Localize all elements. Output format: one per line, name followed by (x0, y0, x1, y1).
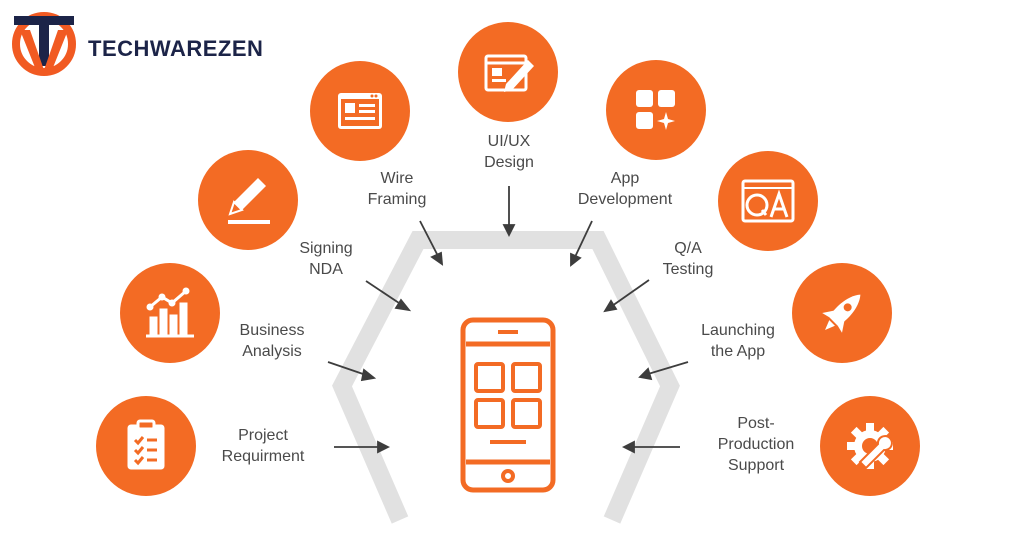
step-label-wire-framing: Wire Framing (367, 170, 427, 208)
brand-name-part2: WAREZEN (149, 36, 264, 61)
step-circle-ui-ux-design (458, 22, 558, 122)
gear-wrench-icon (847, 423, 893, 470)
arrow-app-development (570, 220, 593, 267)
qa-board-icon (741, 179, 795, 223)
step-label-launching-the-app: Launching the App (701, 322, 775, 360)
brand-name-part1: TECH (88, 36, 150, 61)
smartphone-app-icon (460, 317, 556, 493)
hexagon-outline (332, 231, 680, 524)
arrow-business-analysis (327, 361, 377, 382)
step-circle-app-development (606, 60, 706, 160)
wireframe-window-icon (338, 93, 382, 129)
arrow-launching-the-app (638, 361, 689, 381)
step-label-project-requirement: Project Requirment (221, 427, 305, 465)
clipboard-checklist-icon (127, 419, 165, 470)
arrow-ui-ux-design (502, 186, 516, 238)
step-label-app-development: App Development (577, 170, 673, 208)
arrow-qa-testing (603, 279, 650, 313)
step-label-post-production-support: Post- Production Support (717, 415, 795, 474)
techwarezen-logo: TECHWAREZEN (10, 8, 270, 80)
step-label-signing-nda: Signing NDA (299, 240, 353, 278)
step-label-qa-testing: Q/A Testing (662, 240, 714, 278)
step-label-business-analysis: Business Analysis (239, 322, 305, 360)
design-pen-board-icon (484, 54, 534, 92)
step-label-ui-ux-design: UI/UX Design (484, 133, 534, 171)
techwarezen-logo-mark-icon (12, 12, 76, 76)
bar-chart-trend-icon (146, 287, 194, 338)
arrow-signing-nda (365, 280, 412, 312)
step-circle-qa-testing (718, 151, 818, 251)
brand-name: TECHWAREZEN (88, 36, 263, 62)
rocket-icon (822, 294, 861, 333)
step-circle-business-analysis (120, 263, 220, 363)
arrow-post-production-support (621, 440, 680, 454)
arrow-project-requirement (334, 440, 391, 454)
arrow-wire-framing (419, 220, 444, 266)
pen-sign-icon (228, 178, 270, 224)
app-grid-icon (636, 90, 675, 130)
